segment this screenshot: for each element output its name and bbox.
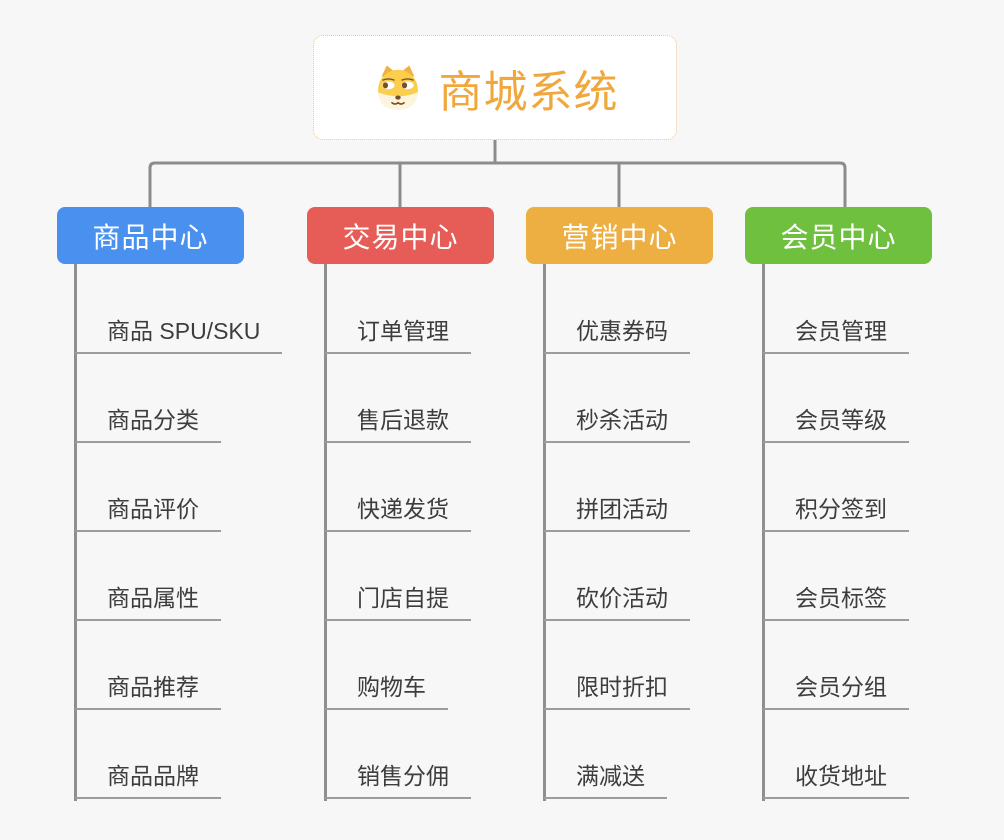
branch-column: 订单管理售后退款快递发货门店自提购物车销售分佣 xyxy=(324,264,594,809)
leaf-node[interactable]: 优惠券码 xyxy=(544,316,690,354)
leaf-node[interactable]: 商品分类 xyxy=(75,405,221,443)
branch-column: 商品 SPU/SKU 商品分类商品评价商品属性商品推荐商品品牌 xyxy=(74,264,344,809)
branch-column: 会员管理会员等级积分签到会员标签会员分组收货地址 xyxy=(762,264,1004,809)
branch-trunk-line xyxy=(543,264,546,801)
branch-node-3[interactable]: 会员中心 xyxy=(745,207,932,264)
leaf-node[interactable]: 收货地址 xyxy=(763,761,909,799)
root-node[interactable]: 商城系统 xyxy=(313,35,677,140)
branch-trunk-line xyxy=(324,264,327,801)
leaf-node[interactable]: 快递发货 xyxy=(325,494,471,532)
leaf-node[interactable]: 会员管理 xyxy=(763,316,909,354)
branch-trunk-line xyxy=(762,264,765,801)
branch-column: 优惠券码秒杀活动拼团活动砍价活动限时折扣满减送 xyxy=(543,264,813,809)
root-title: 商城系统 xyxy=(438,67,619,117)
leaf-node[interactable]: 满减送 xyxy=(544,761,667,799)
leaf-node[interactable]: 会员标签 xyxy=(763,583,909,621)
doge-icon xyxy=(377,64,418,110)
leaf-node[interactable]: 商品评价 xyxy=(75,494,221,532)
leaf-node[interactable]: 销售分佣 xyxy=(325,761,471,799)
leaf-node[interactable]: 砍价活动 xyxy=(544,583,690,621)
branch-node-0[interactable]: 商品中心 xyxy=(57,207,244,264)
leaf-node[interactable]: 限时折扣 xyxy=(544,672,690,710)
branch-node-1[interactable]: 交易中心 xyxy=(307,207,494,264)
leaf-node[interactable]: 会员等级 xyxy=(763,405,909,443)
leaf-node[interactable]: 商品品牌 xyxy=(75,761,221,799)
leaf-node[interactable]: 售后退款 xyxy=(325,405,471,443)
leaf-node[interactable]: 秒杀活动 xyxy=(544,405,690,443)
leaf-node[interactable]: 会员分组 xyxy=(763,672,909,710)
leaf-node[interactable]: 商品推荐 xyxy=(75,672,221,710)
leaf-node[interactable]: 购物车 xyxy=(325,672,448,710)
leaf-node[interactable]: 商品属性 xyxy=(75,583,221,621)
branch-trunk-line xyxy=(74,264,77,801)
leaf-node[interactable]: 积分签到 xyxy=(763,494,909,532)
branch-node-2[interactable]: 营销中心 xyxy=(526,207,713,264)
leaf-node[interactable]: 商品 SPU/SKU xyxy=(75,316,283,354)
leaf-node[interactable]: 门店自提 xyxy=(325,583,471,621)
leaf-node[interactable]: 拼团活动 xyxy=(544,494,690,532)
leaf-node[interactable]: 订单管理 xyxy=(325,316,471,354)
